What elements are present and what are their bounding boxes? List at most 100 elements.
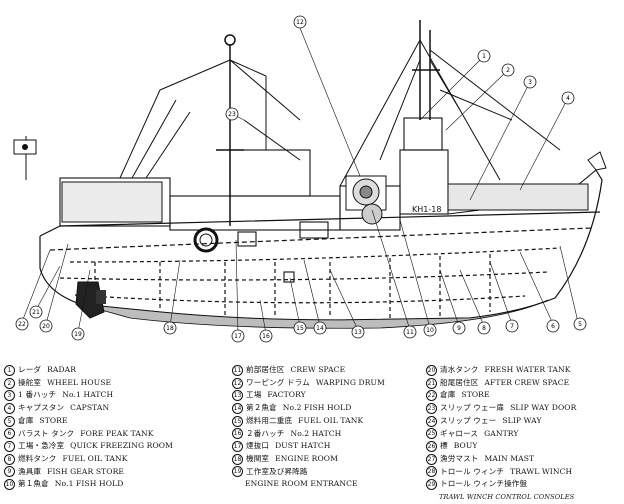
callout-markers: 1 2 3 4 5 6 7 8 9 10 11 12 13 14 15 16 1… [15, 15, 587, 343]
legend-continuation: TRAWL WINCH CONTROL CONSOLES [439, 493, 575, 502]
legend-label-en: STORE [39, 415, 68, 425]
legend-number: 23 [426, 402, 437, 414]
legend-number: 28 [426, 466, 437, 478]
bow-stem [587, 151, 607, 171]
callout-12: 12 [293, 15, 307, 29]
legend-number: 21 [426, 377, 437, 389]
svg-text:2: 2 [506, 67, 510, 74]
legend-number: 4 [4, 402, 15, 414]
propeller [96, 290, 106, 304]
legend-number: 11 [232, 364, 243, 376]
legend-label-en: MAIN MAST [484, 453, 535, 463]
callout-9: 9 [452, 321, 466, 335]
callout-15: 15 [293, 321, 307, 335]
legend-label-en: FUEL OIL TANK [62, 453, 128, 463]
callout-17: 17 [231, 329, 245, 343]
legend-label-en: BOUY [453, 441, 478, 451]
svg-text:7: 7 [510, 323, 514, 330]
callout-13: 13 [351, 325, 365, 339]
legend-label-jp: 漁労マスト [440, 453, 479, 463]
legend-label-en: FISH GEAR STORE [47, 466, 125, 476]
stern-flag [13, 136, 37, 180]
svg-text:21: 21 [32, 309, 40, 316]
legend-label-jp: 工場・急冷室 [18, 441, 65, 451]
legend-number: 13 [232, 390, 243, 402]
legend-number: 19 [232, 466, 243, 478]
legend-label-jp: スリップ ウェー扉 [440, 403, 505, 413]
legend-label-en: QUICK FREEZING ROOM [70, 441, 174, 451]
legend-number: 9 [4, 466, 15, 478]
legend-label-jp: ２番ハッチ [246, 428, 285, 438]
callout-5: 5 [573, 317, 587, 331]
legend-label-en: ENGINE ROOM [275, 453, 338, 463]
callout-7: 7 [505, 319, 519, 333]
legend-number: 16 [232, 428, 243, 440]
legend-label-en: CAPSTAN [70, 403, 110, 413]
legend-label-en: FRESH WATER TANK [484, 365, 571, 374]
legend-number: 20 [426, 364, 437, 376]
callout-19: 19 [71, 327, 85, 341]
legend-label-jp: 燃料用二重底 [246, 415, 293, 425]
legend-label-jp: ギャロース [440, 428, 479, 438]
callout-2: 2 [501, 63, 515, 77]
svg-text:4: 4 [566, 95, 570, 102]
legend-label-jp: トロール ウィンチ操作盤 [440, 479, 528, 489]
legend-label-en: SLIP WAY [502, 415, 542, 425]
svg-text:5: 5 [578, 321, 582, 328]
svg-text:17: 17 [234, 333, 242, 340]
legend-label-en: GANTRY [484, 428, 519, 438]
svg-text:1: 1 [482, 53, 486, 60]
legend-label-en: No.2 HATCH [290, 428, 342, 438]
svg-text:11: 11 [406, 329, 414, 336]
legend-label-jp: 清水タンク [440, 365, 479, 374]
legend-label-en: STORE [461, 390, 490, 400]
callout-11: 11 [403, 325, 417, 339]
svg-text:18: 18 [166, 325, 174, 332]
svg-text:9: 9 [457, 325, 461, 332]
legend-number: 15 [232, 415, 243, 427]
legend-label-jp: 第１魚倉 [18, 479, 49, 489]
legend-number: 27 [426, 453, 437, 465]
aft-deck-stippled [61, 181, 163, 223]
legend-label-jp: 機関室 [246, 453, 270, 463]
legend-label-en: RADAR [47, 365, 77, 374]
legend-label-en: WHEEL HOUSE [47, 377, 112, 387]
legend-number: 14 [232, 402, 243, 414]
hull-marking: KH1-18 [412, 205, 441, 214]
callout-10: 10 [423, 323, 437, 337]
callout-20: 20 [39, 319, 53, 333]
legend-label-en: SLIP WAY DOOR [510, 403, 577, 413]
svg-text:6: 6 [551, 323, 555, 330]
legend-label-en: FACTORY [267, 390, 306, 400]
legend-label-jp: 漁具庫 [18, 466, 42, 476]
legend-number: 3 [4, 390, 15, 402]
callout-4: 4 [561, 91, 575, 105]
callout-14: 14 [313, 321, 327, 335]
callout-6: 6 [546, 319, 560, 333]
legend-label-jp: 倉庫 [18, 415, 34, 425]
callout-1: 1 [477, 49, 491, 63]
legend-label-en: CREW SPACE [290, 365, 346, 374]
legend-label-jp: 標 [440, 441, 448, 451]
svg-text:12: 12 [296, 19, 304, 26]
